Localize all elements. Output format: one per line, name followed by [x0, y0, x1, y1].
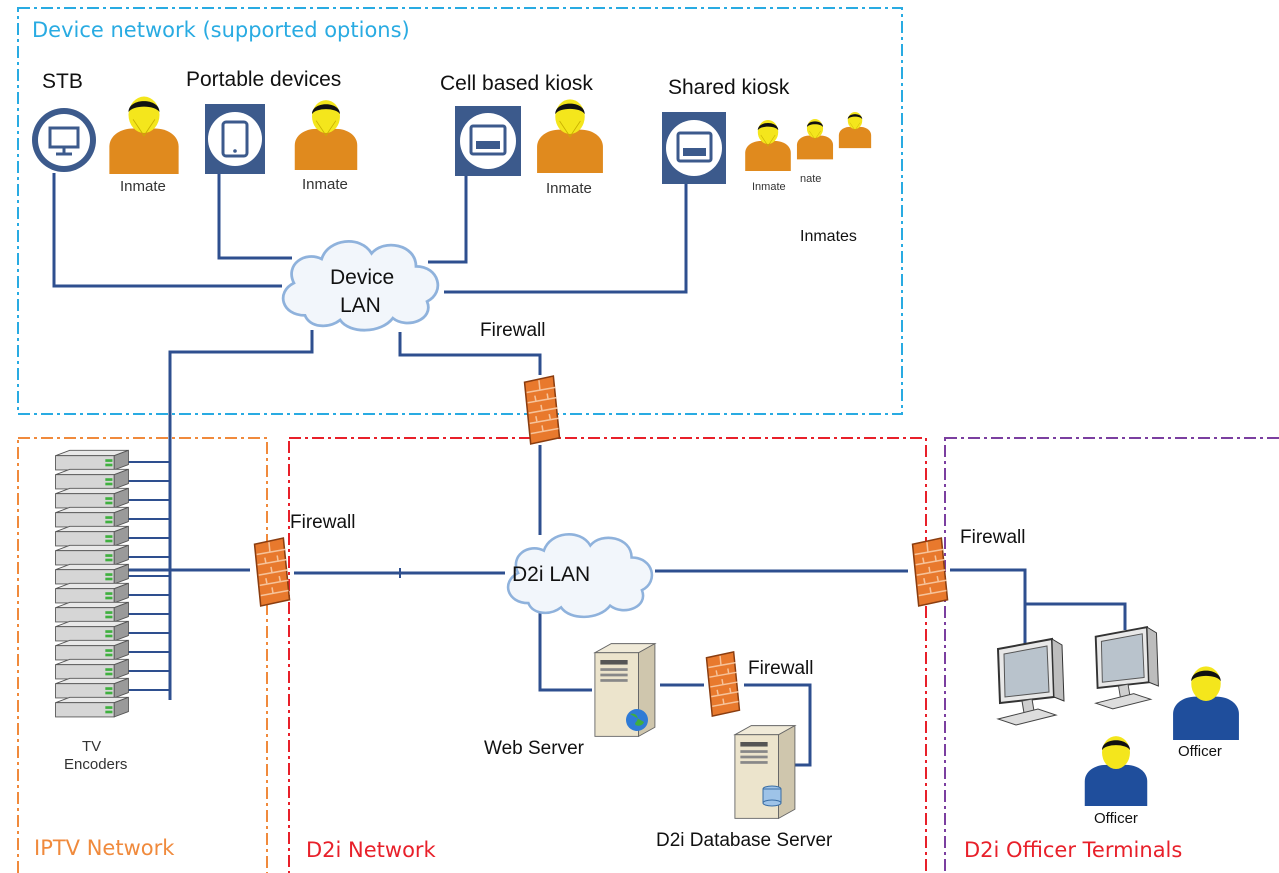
officer-avatar-2 [1084, 736, 1148, 806]
tv-encoders-label-line2: Encoders [64, 756, 128, 773]
db-server-label: D2i Database Server [656, 830, 833, 851]
officer-label-1: Officer [1178, 743, 1222, 760]
shared-kiosk-label: Shared kiosk [668, 76, 790, 99]
device-network-title: Device network (supported options) [32, 18, 410, 42]
firewall-iptv-icon [253, 537, 291, 607]
inmate-label-portable: Inmate [302, 176, 348, 193]
officer-avatar-1 [1173, 666, 1239, 740]
database-server-icon [734, 725, 796, 819]
device-network-zone [17, 7, 903, 415]
inmate-label-shared: Inmate [752, 181, 786, 193]
cell-kiosk-label: Cell based kiosk [440, 72, 593, 95]
d2i-lan-label: D2i LAN [512, 563, 591, 586]
stb-device [32, 108, 96, 172]
firewall-officer-icon [911, 537, 949, 607]
inmates-label: Inmates [800, 228, 857, 245]
shared-kiosk-device [662, 112, 726, 184]
firewall-label-device: Firewall [480, 320, 546, 341]
officer-monitor-icon-2 [1094, 626, 1160, 710]
web-server-label: Web Server [484, 738, 584, 759]
stb-label: STB [42, 70, 83, 93]
inmate-label-stb: Inmate [120, 178, 166, 195]
officer-terminals-title: D2i Officer Terminals [964, 838, 1183, 862]
d2i-network-zone [288, 437, 927, 873]
firewall-device-icon [523, 375, 561, 445]
firewall-label-db: Firewall [748, 658, 814, 679]
inmate-label-partial: nate [800, 173, 822, 185]
officer-monitor-icon-1 [996, 637, 1066, 727]
web-server-icon [594, 643, 656, 737]
officer-terminals-zone [944, 437, 1279, 873]
officer-label-2: Officer [1094, 810, 1138, 827]
device-lan-label-line1: Device [330, 266, 395, 289]
tv-encoders-stack [55, 449, 129, 718]
iptv-network-title: IPTV Network [34, 836, 175, 860]
inmate-avatar-shared-1 [744, 119, 792, 172]
firewall-db-icon [705, 651, 741, 717]
inmate-avatar-stb [108, 96, 180, 174]
portable-device [205, 104, 265, 174]
inmate-label-kiosk: Inmate [546, 180, 592, 197]
inmate-avatar-shared-3 [838, 111, 872, 149]
portable-devices-label: Portable devices [186, 68, 342, 91]
d2i-network-title: D2i Network [306, 838, 436, 862]
iptv-network-zone [17, 437, 268, 873]
inmate-avatar-kiosk [536, 98, 604, 173]
tablet-icon [208, 112, 262, 166]
inmate-avatar-shared-2 [796, 118, 834, 160]
inmate-avatar-portable [294, 99, 358, 170]
device-lan-label-line2: LAN [340, 294, 381, 317]
network-links [52, 172, 1127, 767]
cell-kiosk-device [455, 106, 521, 176]
firewall-label-iptv: Firewall [290, 512, 356, 533]
tv-encoders-label-line1: TV [82, 738, 102, 755]
firewall-label-officer: Firewall [960, 527, 1026, 548]
